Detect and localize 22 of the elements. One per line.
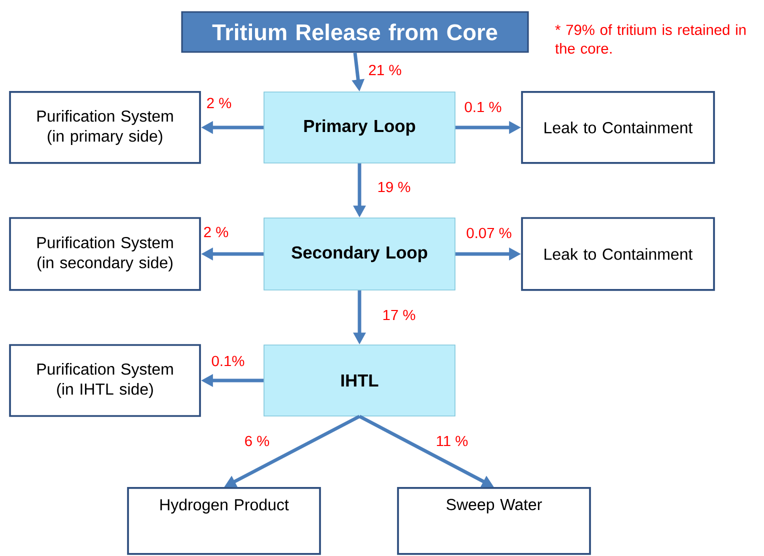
output-box: Purification System (in IHTL side) (9, 344, 201, 417)
edge-label: 0.1% (210, 354, 246, 368)
output-box: Hydrogen Product (127, 487, 321, 555)
output-box: Purification System (in primary side) (9, 91, 201, 164)
output-box: Leak to Containment (521, 91, 715, 164)
title-box: Tritium Release from Core (181, 11, 529, 53)
process-box: Primary Loop (264, 92, 456, 164)
edge-label: 17 % (380, 308, 418, 322)
process-box: Secondary Loop (264, 218, 456, 290)
edge-label: 11 % (434, 434, 470, 448)
edge-label: 2 % (205, 96, 233, 110)
process-box: IHTL (264, 344, 456, 416)
edge-label: 6 % (243, 434, 271, 448)
note: * 79% of tritium is retained in the core. (555, 24, 746, 54)
edge-label: 2 % (202, 226, 230, 238)
output-box: Sweep Water (397, 487, 591, 555)
output-box: Leak to Containment (521, 217, 715, 291)
edge-label: 0.07 % (464, 226, 514, 240)
output-box: Purification System (in secondary side) (9, 217, 201, 291)
edge-label: 19 % (376, 180, 412, 194)
edge-label: 0.1 % (462, 100, 504, 114)
edge-label: 21 % (366, 64, 404, 76)
